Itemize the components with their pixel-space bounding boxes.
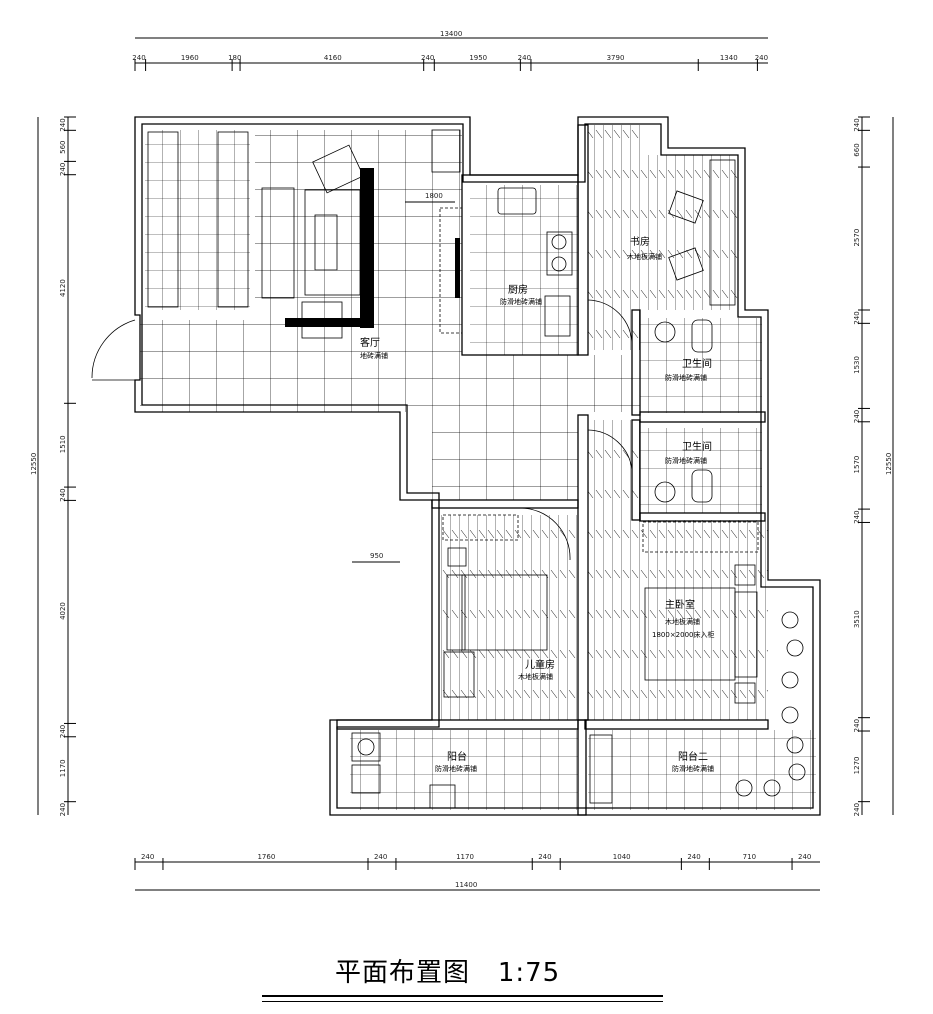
top-dimensions: 240 1960 180 4160 240 1950 240 3790 1340 240 (132, 54, 768, 71)
dimension-label: 1270 (853, 757, 861, 775)
dimension-label: 3790 (607, 54, 625, 62)
dimension-label: 240 (798, 853, 811, 861)
kitchen-floor: 防滑地砖满铺 (500, 297, 542, 306)
dimension-label: 240 (853, 719, 861, 732)
walls (91, 116, 821, 816)
dimension-label: 240 (518, 54, 531, 62)
dimension-label: 240 (853, 410, 861, 423)
title-underline (262, 995, 663, 997)
drawing-title: 平面布置图 1:75 (335, 952, 560, 989)
bath2-name: 卫生间 (682, 440, 712, 453)
balcony1-floor: 防滑地砖满铺 (435, 764, 477, 773)
kitchen-name: 厨房 (508, 283, 528, 296)
dimension-label: 240 (59, 725, 67, 738)
plant-icons (735, 611, 806, 797)
balcony2-floor: 防滑地砖满铺 (672, 764, 714, 773)
balcony2-name: 阳台二 (678, 750, 708, 763)
dimension-label: 240 (755, 54, 768, 62)
dimension-label: 2570 (853, 229, 861, 247)
right-total: 12550 (885, 453, 893, 475)
dimension-label: 1960 (181, 54, 199, 62)
bath1-name: 卫生间 (682, 357, 712, 370)
title-text: 平面布置图 (335, 958, 471, 988)
room-labels: 客厅 地砖满铺 厨房 防滑地砖满铺 书房 木地板满铺 卫生间 防滑地砖满铺 卫生… (352, 192, 715, 773)
master-name: 主卧室 (665, 598, 695, 611)
dimension-label: 240 (687, 853, 700, 861)
left-dimensions: 240 560 240 4120 1510 240 4020 240 1170 240 (59, 116, 76, 816)
dimension-label: 1530 (853, 356, 861, 374)
master-floor: 木地板满铺 (665, 617, 700, 626)
right-dimensions: 240 660 2570 240 1530 240 1570 240 3510 240 1270 24… (853, 116, 870, 816)
tv-dimension: 1800 (425, 192, 443, 200)
dimension-label: 240 (538, 853, 551, 861)
study-name: 书房 (630, 235, 650, 248)
dimension-label: 240 (853, 510, 861, 523)
dimension-label: 1570 (853, 456, 861, 474)
dimension-label: 240 (853, 118, 861, 131)
dimension-label: 240 (132, 54, 145, 62)
dimension-label: 1950 (469, 54, 487, 62)
dimension-label: 240 (59, 488, 67, 501)
dimension-label: 240 (59, 118, 67, 131)
dimension-label: 1040 (613, 853, 631, 861)
scale-text: 1:75 (497, 958, 561, 988)
dimension-label: 3510 (853, 610, 861, 628)
master-note: 1800×2000床入柜 (652, 630, 715, 639)
bath1-floor: 防滑地砖满铺 (665, 373, 707, 382)
bath2-floor: 防滑地砖满铺 (665, 456, 707, 465)
dimension-label: 1170 (456, 853, 474, 861)
dimension-label: 660 (853, 143, 861, 156)
top-total: 13400 (440, 30, 462, 38)
floor-finishes (140, 125, 816, 810)
dimension-label: 180 (228, 54, 241, 62)
dimension-label: 1760 (257, 853, 275, 861)
dimension-label: 1510 (59, 435, 67, 453)
balcony1-name: 阳台 (447, 750, 467, 763)
furniture (147, 129, 806, 809)
dimension-label: 4160 (324, 54, 342, 62)
dimension-label: 240 (853, 311, 861, 324)
dimension-label: 240 (853, 803, 861, 816)
dimension-label: 240 (141, 853, 154, 861)
kids-floor: 木地板满铺 (518, 672, 553, 681)
study-floor: 木地板满铺 (627, 252, 662, 261)
dimension-lines: 13400 11400 12550 12550 (30, 30, 894, 891)
dimension-label: 240 (59, 163, 67, 176)
living-name: 客厅 (360, 336, 380, 349)
bottom-total: 11400 (455, 881, 477, 889)
bottom-dimensions: 240 1760 240 1170 240 1040 240 710 240 (134, 853, 811, 870)
corridor-dimension: 950 (370, 552, 383, 560)
dimension-label: 240 (374, 853, 387, 861)
dimension-label: 1170 (59, 759, 67, 777)
title-underline-thin (262, 1001, 663, 1002)
dimension-label: 240 (59, 803, 67, 816)
dimension-label: 560 (59, 140, 67, 153)
dimension-label: 4020 (59, 602, 67, 620)
dimension-label: 4120 (59, 279, 67, 297)
kids-name: 儿童房 (525, 658, 555, 671)
dimension-label: 710 (743, 853, 756, 861)
dimension-label: 1340 (720, 54, 738, 62)
living-floor: 地砖满铺 (360, 351, 388, 360)
left-total: 12550 (30, 453, 38, 475)
dimension-label: 240 (421, 54, 434, 62)
